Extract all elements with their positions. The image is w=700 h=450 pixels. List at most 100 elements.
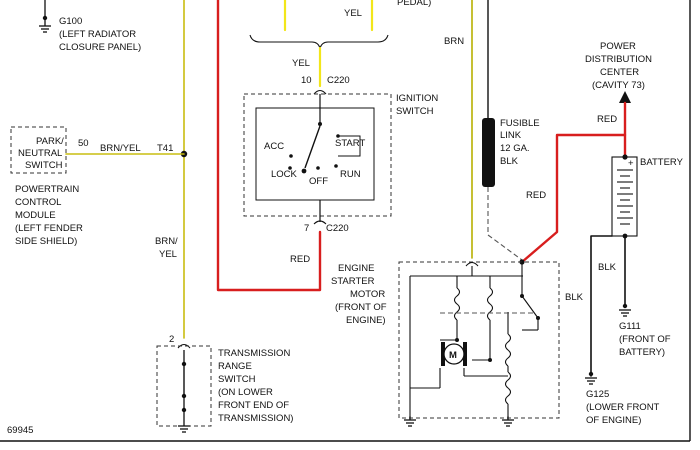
solenoid-contact-2 — [536, 316, 540, 320]
ignition-switch-box — [243, 93, 392, 217]
ignition-rotor-pivot — [301, 168, 307, 174]
brn-top-label: BRN — [444, 36, 464, 47]
lock-label: LOCK — [271, 169, 298, 180]
pcm-label3: MODULE — [15, 210, 56, 221]
off-label: OFF — [309, 176, 328, 187]
park-neutral-switch-box — [10, 126, 67, 174]
yel-brace — [249, 34, 389, 50]
motor-junction-2 — [488, 358, 492, 362]
pin-2-label: 2 — [169, 334, 174, 345]
starter-label5: ENGINE) — [346, 315, 386, 326]
g100-location-line2: CLOSURE PANEL) — [59, 42, 141, 53]
ignition-start-contact — [338, 135, 361, 157]
pdc-label4: (CAVITY 73) — [592, 80, 645, 91]
starter-motor-box — [398, 261, 560, 419]
g111-label2: (FRONT OF — [619, 334, 671, 345]
fusible-label4: BLK — [500, 156, 519, 167]
acc-label: ACC — [264, 141, 284, 152]
red-starter-wire — [520, 133, 627, 264]
fusible-link-dashed-path — [487, 187, 523, 261]
pdc-arrow-icon — [619, 91, 631, 103]
ignition-rotor-blade — [304, 125, 321, 169]
t41-label: T41 — [157, 143, 173, 154]
g125-label1: G125 — [586, 389, 609, 400]
battery-label: BATTERY — [640, 157, 684, 168]
motor-m-label: M — [449, 350, 457, 361]
blk-g125-label: BLK — [565, 292, 584, 303]
fusible-label3: 12 GA. — [500, 143, 530, 154]
brn-yel-vertical-label1: BRN/ — [155, 236, 178, 247]
fusible-label2: LINK — [500, 130, 522, 141]
motor-junction-1 — [455, 338, 459, 342]
pdc-label1: POWER — [600, 41, 636, 52]
pnsw-label3: SWITCH — [25, 160, 63, 171]
yel-mid-label: YEL — [292, 58, 310, 69]
trs-label5: FRONT END OF — [218, 400, 289, 411]
pin-50-label: 50 — [78, 138, 89, 149]
ignition-label1: IGNITION — [396, 93, 438, 104]
pdc-label2: DISTRIBUTION — [585, 54, 652, 65]
g100-label: G100 — [59, 16, 82, 27]
c220-bottom-label: C220 — [326, 223, 349, 234]
pin-10-label: 10 — [301, 75, 312, 86]
starter-label3: MOTOR — [350, 289, 385, 300]
fusible-label1: FUSIBLE — [500, 118, 540, 129]
tr-switch-connector — [177, 343, 191, 349]
pcm-label4: (LEFT FENDER — [15, 223, 83, 234]
pin-7-label: 7 — [304, 223, 309, 234]
starter-label4: (FRONT OF — [335, 302, 387, 313]
g111-label1: G111 — [619, 321, 641, 332]
ignition-label2: SWITCH — [396, 106, 434, 117]
ignition-acc-dot — [289, 154, 293, 158]
start-label: START — [335, 138, 365, 149]
ignition-start-dot — [336, 134, 340, 138]
ignition-run-dot — [334, 164, 338, 168]
g111-label3: BATTERY) — [619, 347, 665, 358]
g100-location-line1: (LEFT RADIATOR — [59, 29, 136, 40]
battery-cells — [617, 169, 633, 225]
tr-switch-ground — [178, 422, 190, 433]
trs-label1: TRANSMISSION — [218, 348, 290, 359]
ignition-lock-dot — [288, 166, 292, 170]
pcm-label1: POWERTRAIN — [15, 184, 79, 195]
fusible-link-body — [482, 118, 495, 187]
g111-ground — [619, 303, 631, 317]
yel-top-label: YEL — [344, 8, 362, 19]
pnsw-label2: NEUTRAL — [18, 148, 62, 159]
starter-label1: ENGINE — [338, 263, 374, 274]
c220-top-connector — [313, 89, 327, 95]
trs-label3: SWITCH — [218, 374, 256, 385]
starter-label2: STARTER — [331, 276, 375, 287]
pcm-label5: SIDE SHIELD) — [15, 236, 77, 247]
red-ignition-wire — [216, 0, 322, 292]
ignition-inner-frame — [255, 107, 375, 201]
trs-label6: TRANSMISSION) — [218, 413, 293, 424]
pnsw-label1: PARK/ — [36, 136, 64, 147]
blk-battery-label: BLK — [598, 262, 617, 273]
brn-yel-vertical-label2: YEL — [159, 249, 177, 260]
solenoid-contact-1 — [520, 294, 524, 298]
pedal-label: PEDAL) — [397, 0, 431, 8]
g125-label2: (LOWER FRONT — [586, 402, 660, 413]
starter-s-terminal-connector — [465, 261, 479, 267]
pdc-label3: CENTER — [600, 67, 639, 78]
run-label: RUN — [340, 169, 361, 180]
ignition-off-dot — [316, 166, 320, 170]
trs-label2: RANGE — [218, 361, 252, 372]
red-ignition-label: RED — [290, 254, 310, 265]
starter-internal-wiring — [409, 262, 539, 416]
brn-yel-horizontal-label: BRN/YEL — [100, 143, 141, 154]
ignition-common-contact — [318, 122, 322, 126]
blk-g125-wire — [590, 235, 613, 377]
red-pdc-label: RED — [597, 114, 617, 125]
g125-label3: OF ENGINE) — [586, 415, 641, 426]
starter-ground-right — [502, 416, 514, 427]
g125-ground — [585, 371, 597, 385]
starter-ground-left — [404, 416, 416, 427]
trs-label4: (ON LOWER — [218, 387, 273, 398]
battery-plus-sign: + — [628, 158, 634, 169]
pcm-label2: CONTROL — [15, 197, 61, 208]
c220-top-label: C220 — [327, 75, 350, 86]
